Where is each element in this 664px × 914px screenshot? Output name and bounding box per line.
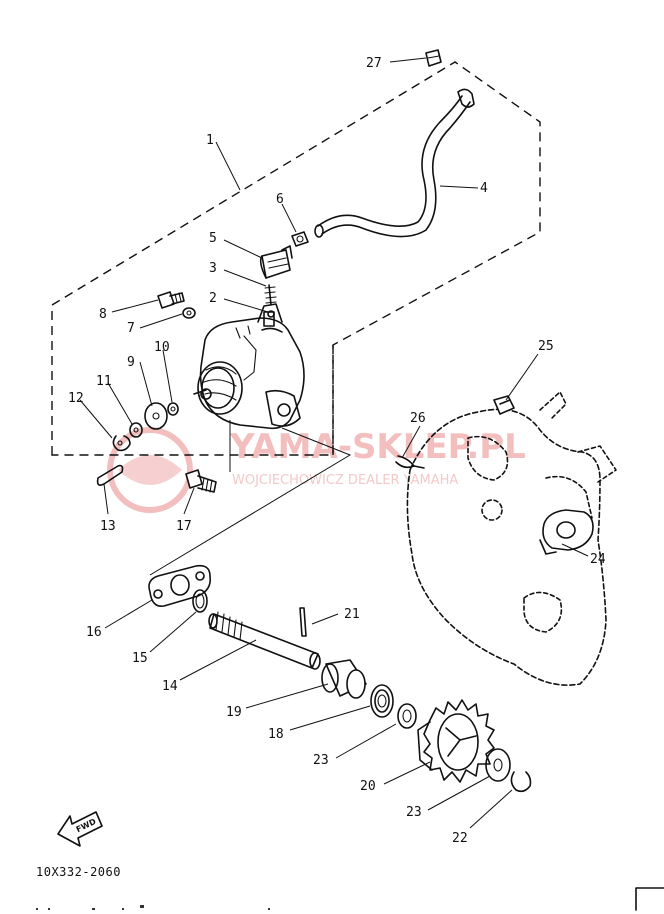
callout-24: 24	[590, 552, 606, 567]
callout-19: 19	[226, 705, 242, 720]
part-23-washer-b	[485, 748, 511, 782]
part-7-washer	[182, 307, 196, 319]
part-25-bracket	[493, 395, 515, 415]
scan-specks	[36, 905, 270, 910]
part-26-clip	[395, 455, 425, 469]
callout-25: 25	[538, 339, 554, 354]
callout-4: 4	[480, 181, 488, 196]
callout-labels: 27 4 1 6 5 3 2 8 7 9 10 11 12 13 17 16 1…	[68, 56, 606, 846]
callout-27: 27	[366, 56, 382, 71]
part-12-circlip	[112, 435, 131, 452]
callout-7: 7	[127, 321, 135, 336]
callout-17: 17	[176, 519, 192, 534]
callout-5: 5	[209, 231, 217, 246]
callout-9: 9	[127, 355, 135, 370]
callout-8: 8	[99, 307, 107, 322]
callout-22: 22	[452, 831, 468, 846]
part-8-screw	[157, 291, 185, 309]
callout-6: 6	[276, 192, 284, 207]
part-10-washer	[167, 402, 179, 416]
callout-16: 16	[86, 625, 102, 640]
part-23-washer-a	[397, 703, 417, 729]
part-21-pin	[299, 607, 307, 637]
callout-13: 13	[100, 519, 116, 534]
part-11-washer	[129, 422, 143, 438]
part-17-bolt	[185, 469, 217, 493]
callout-2: 2	[209, 291, 217, 306]
callout-3: 3	[209, 261, 217, 276]
watermark: YAMA-SKLEP.PL WOJCIECHOWICZ DEALER YAMAH…	[107, 427, 526, 513]
part-3-pin	[264, 284, 277, 306]
part-6-clamp	[291, 231, 309, 247]
part-19-collar	[321, 659, 367, 699]
part-18-bearing	[370, 684, 394, 718]
callout-26: 26	[410, 411, 426, 426]
crankcase-outline	[332, 345, 617, 686]
part-5-union-bolt	[259, 245, 293, 279]
part-20-gear	[417, 699, 495, 783]
callout-11: 11	[96, 374, 112, 389]
part-24-plate	[539, 509, 594, 555]
callout-1: 1	[206, 133, 214, 148]
fwd-arrow-icon: FWD	[57, 811, 103, 847]
callout-21: 21	[344, 607, 360, 622]
callout-14: 14	[162, 679, 178, 694]
part-13-clip	[96, 464, 124, 486]
watermark-subtitle: WOJCIECHOWICZ DEALER YAMAHA	[232, 473, 458, 488]
part-4-hose	[314, 88, 475, 238]
part-16-gasket	[148, 564, 212, 608]
part-14-shaft	[208, 611, 321, 670]
callout-12: 12	[68, 391, 84, 406]
watermark-title: YAMA-SKLEP.PL	[229, 427, 526, 467]
callout-10: 10	[154, 340, 170, 355]
corner-mark	[635, 887, 664, 911]
part-9-plate	[144, 402, 168, 430]
callout-23-lower: 23	[406, 805, 422, 820]
leader-lines	[79, 57, 589, 829]
callout-18: 18	[268, 727, 284, 742]
callout-23-upper: 23	[313, 753, 329, 768]
part-27-plug	[425, 49, 442, 67]
watermark-logo-wing	[118, 455, 182, 485]
callout-20: 20	[360, 779, 376, 794]
part-15-oring	[192, 589, 208, 613]
part-1-oil-pump	[193, 303, 305, 430]
part-22-circlip	[510, 771, 532, 793]
callout-15: 15	[132, 651, 148, 666]
diagram-part-code: 10X332-2060	[36, 865, 121, 879]
